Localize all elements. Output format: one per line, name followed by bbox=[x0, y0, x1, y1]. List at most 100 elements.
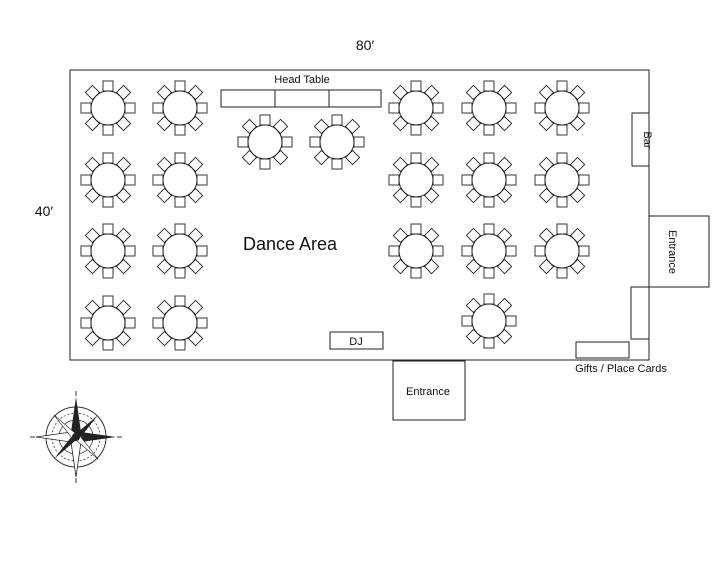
chair bbox=[259, 158, 271, 170]
table-top bbox=[162, 233, 198, 269]
chair bbox=[174, 267, 186, 279]
chair bbox=[578, 245, 590, 257]
chair bbox=[388, 174, 400, 186]
chair bbox=[483, 152, 495, 164]
chair bbox=[410, 267, 422, 279]
round-table bbox=[80, 223, 136, 279]
dance-area-label: Dance Area bbox=[243, 234, 338, 254]
chair bbox=[410, 124, 422, 136]
table-top bbox=[247, 124, 283, 160]
bar-label: Bar bbox=[641, 131, 653, 148]
round-table bbox=[388, 152, 444, 208]
chair bbox=[124, 317, 136, 329]
chair bbox=[309, 136, 321, 148]
entrance-bottom-label: Entrance bbox=[406, 386, 450, 398]
round-table bbox=[534, 152, 590, 208]
table-top bbox=[90, 233, 126, 269]
table-top bbox=[544, 90, 580, 126]
table-top bbox=[162, 305, 198, 341]
chair bbox=[534, 245, 546, 257]
dj-label: DJ bbox=[349, 336, 362, 348]
round-table bbox=[152, 80, 208, 136]
table-top bbox=[162, 90, 198, 126]
chair bbox=[505, 315, 517, 327]
chair bbox=[461, 245, 473, 257]
round-table bbox=[461, 80, 517, 136]
chair bbox=[174, 339, 186, 351]
chair bbox=[483, 223, 495, 235]
chair bbox=[578, 102, 590, 114]
chair bbox=[505, 102, 517, 114]
chair bbox=[152, 174, 164, 186]
round-table bbox=[388, 80, 444, 136]
chair bbox=[331, 114, 343, 126]
chair bbox=[102, 295, 114, 307]
entrance-right bbox=[648, 215, 710, 288]
chair bbox=[174, 295, 186, 307]
chair bbox=[505, 174, 517, 186]
chair bbox=[174, 196, 186, 208]
table-top bbox=[471, 90, 507, 126]
chair bbox=[196, 245, 208, 257]
table-top bbox=[544, 233, 580, 269]
chair bbox=[102, 80, 114, 92]
chair bbox=[461, 102, 473, 114]
chair bbox=[556, 196, 568, 208]
chair bbox=[556, 223, 568, 235]
chair bbox=[432, 174, 444, 186]
chair bbox=[483, 267, 495, 279]
chair bbox=[152, 317, 164, 329]
chair bbox=[152, 245, 164, 257]
table-top bbox=[90, 162, 126, 198]
height-dimension-label: 40′ bbox=[35, 203, 54, 219]
table-top bbox=[471, 162, 507, 198]
round-table bbox=[534, 80, 590, 136]
chair bbox=[483, 293, 495, 305]
table-top bbox=[162, 162, 198, 198]
chair bbox=[410, 80, 422, 92]
chair bbox=[102, 196, 114, 208]
round-table bbox=[237, 114, 293, 170]
round-table bbox=[388, 223, 444, 279]
round-table bbox=[152, 223, 208, 279]
round-table bbox=[534, 223, 590, 279]
round-tables bbox=[80, 80, 590, 351]
chair bbox=[152, 102, 164, 114]
chair bbox=[534, 102, 546, 114]
chair bbox=[196, 174, 208, 186]
chair bbox=[102, 124, 114, 136]
chair bbox=[102, 267, 114, 279]
chair bbox=[388, 245, 400, 257]
round-table bbox=[461, 152, 517, 208]
chair bbox=[174, 80, 186, 92]
round-table bbox=[80, 80, 136, 136]
chair bbox=[331, 158, 343, 170]
chair bbox=[281, 136, 293, 148]
entrance-right-label: Entrance bbox=[666, 230, 678, 274]
chair bbox=[80, 174, 92, 186]
table-top bbox=[398, 162, 434, 198]
chair bbox=[124, 174, 136, 186]
head-table bbox=[220, 89, 382, 108]
bar bbox=[631, 112, 650, 167]
round-table bbox=[80, 152, 136, 208]
chair bbox=[556, 152, 568, 164]
chair bbox=[556, 80, 568, 92]
chair bbox=[259, 114, 271, 126]
chair bbox=[483, 337, 495, 349]
table-top bbox=[544, 162, 580, 198]
chair bbox=[174, 152, 186, 164]
chair bbox=[388, 102, 400, 114]
chair bbox=[174, 223, 186, 235]
chair bbox=[102, 223, 114, 235]
chair bbox=[483, 196, 495, 208]
chair bbox=[196, 317, 208, 329]
chair bbox=[505, 245, 517, 257]
table-top bbox=[319, 124, 355, 160]
chair bbox=[196, 102, 208, 114]
chair bbox=[237, 136, 249, 148]
table-top bbox=[471, 303, 507, 339]
table-top bbox=[90, 90, 126, 126]
